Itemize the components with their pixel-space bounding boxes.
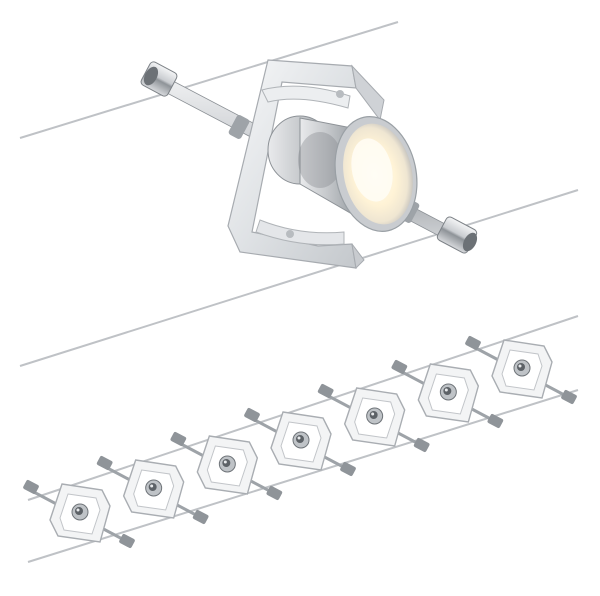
small-spotlight [170, 432, 283, 500]
cable-wires [19, 21, 579, 563]
small-spotlight [96, 456, 209, 524]
large-spotlight [140, 59, 478, 270]
small-spotlight [465, 336, 577, 404]
small-spotlight [391, 360, 504, 428]
upper-cable-2 [19, 189, 579, 367]
small-spotlight [23, 480, 135, 548]
lower-cable-2 [27, 389, 579, 563]
small-spotlights [23, 336, 577, 548]
spot-frame [227, 59, 385, 270]
small-spotlight [244, 408, 356, 476]
upper-cable-1 [19, 21, 399, 139]
lower-cable-1 [27, 315, 579, 501]
small-spotlight [317, 384, 430, 452]
spot-lens [334, 116, 418, 232]
